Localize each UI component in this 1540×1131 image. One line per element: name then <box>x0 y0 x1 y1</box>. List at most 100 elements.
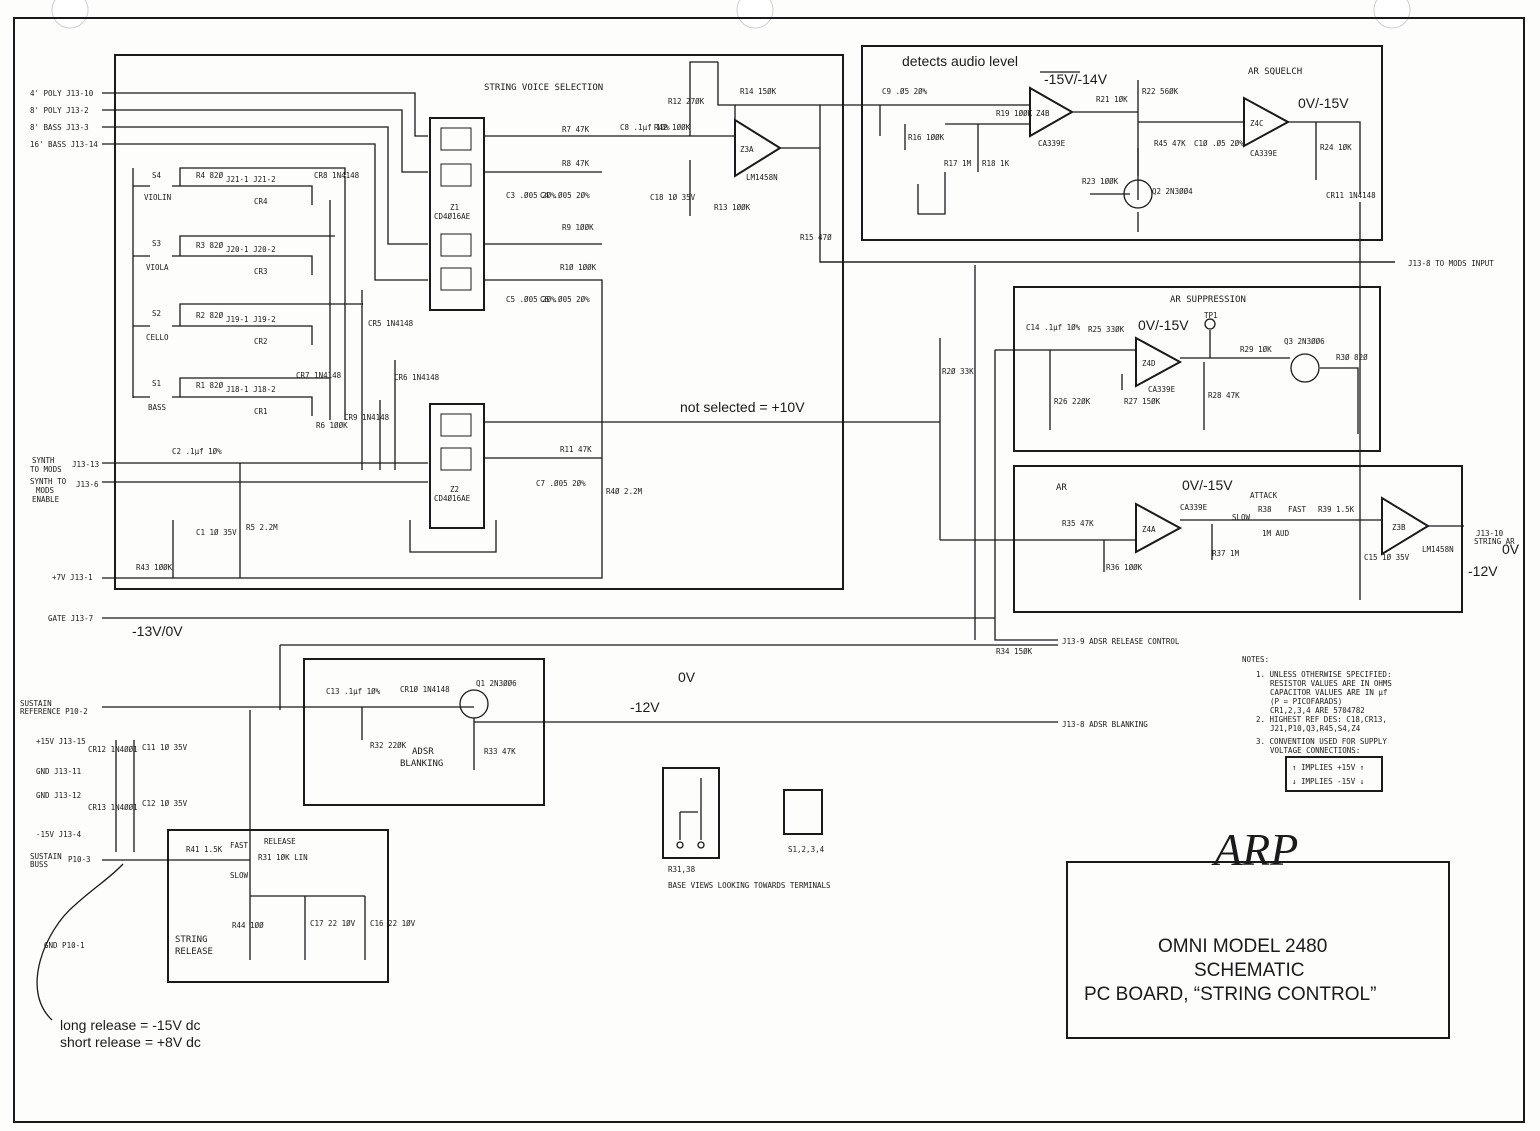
svg-text:BASE VIEWS LOOKING TOWARDS TER: BASE VIEWS LOOKING TOWARDS TERMINALS <box>668 881 831 890</box>
svg-text:CA339E: CA339E <box>1180 503 1208 512</box>
svg-text:CR7 1N4148: CR7 1N4148 <box>296 371 342 380</box>
output-blanking: J13-8 ADSR BLANKING <box>1062 720 1148 729</box>
title-line-2: SCHEMATIC <box>1194 960 1304 981</box>
svg-text:R34 15ØK: R34 15ØK <box>996 647 1033 656</box>
svg-text:J20-1 J20-2: J20-1 J20-2 <box>226 245 276 254</box>
input-p15: +15V J13-15 <box>36 737 86 746</box>
svg-text:LM1458N: LM1458N <box>1422 545 1454 554</box>
wire <box>409 520 497 553</box>
wire <box>880 80 1361 200</box>
svg-text:FAST: FAST <box>230 841 249 850</box>
wire <box>133 185 150 398</box>
binder-hole <box>1373 0 1411 29</box>
svg-text:R44 1ØØ: R44 1ØØ <box>232 921 264 930</box>
annotation-gate: -13V/0V <box>132 623 183 639</box>
supply-legend-box <box>1285 756 1383 792</box>
svg-text:R31,38: R31,38 <box>668 865 696 874</box>
input-8-bass: 8' BASS J13-3 <box>30 123 89 132</box>
annotation-suppression: 0V/-15V <box>1138 317 1189 333</box>
svg-text:R32 22ØK: R32 22ØK <box>370 741 407 750</box>
svg-text:R3Ø 82Ø: R3Ø 82Ø <box>1336 353 1368 362</box>
input-enable-2: MODS <box>36 486 55 495</box>
svg-text:ATTACK: ATTACK <box>1250 491 1278 500</box>
svg-text:C3 .Ø05 2Ø%: C3 .Ø05 2Ø% <box>506 191 556 200</box>
svg-text:S3: S3 <box>152 239 161 248</box>
wire <box>820 104 881 136</box>
wire <box>995 330 1359 434</box>
annotation-blank-0v: 0V <box>678 669 696 685</box>
svg-text:J21-1 J21-2: J21-1 J21-2 <box>226 175 276 184</box>
svg-text:R38: R38 <box>1258 505 1272 514</box>
svg-text:R29 1ØK: R29 1ØK <box>1240 345 1272 354</box>
svg-text:R18 1K: R18 1K <box>982 159 1010 168</box>
z1-label: Z1 <box>450 203 459 212</box>
svg-text:2. HIGHEST REF DES: C18,CR13,: 2. HIGHEST REF DES: C18,CR13, <box>1256 715 1387 724</box>
svg-text:C1 1Ø 35V: C1 1Ø 35V <box>196 528 237 537</box>
adsr-blanking-title-2: BLANKING <box>400 759 443 769</box>
svg-text:CR9 1N4148: CR9 1N4148 <box>344 413 390 422</box>
svg-text:CR5 1N4148: CR5 1N4148 <box>368 319 414 328</box>
title-line-1: OMNI MODEL 2480 <box>1158 936 1327 957</box>
svg-text:R3 82Ø: R3 82Ø <box>196 241 224 250</box>
wire <box>329 176 396 470</box>
wire <box>820 261 1395 641</box>
squelch-component-labels: C9 .Ø5 2Ø% R16 1ØØK R17 1M R18 1K R19 1Ø… <box>882 87 1376 200</box>
z3a-label: Z3A <box>740 145 754 154</box>
svg-text:R28 47K: R28 47K <box>1208 391 1240 400</box>
lm1458-label: LM1458N <box>746 173 778 182</box>
comparator-z4a <box>1135 502 1183 554</box>
svg-text:J21,P10,Q3,R45,S4,Z4: J21,P10,Q3,R45,S4,Z4 <box>1270 724 1361 733</box>
input-gnd-2: GND J13-12 <box>36 791 81 800</box>
svg-text:R2 82Ø: R2 82Ø <box>196 311 224 320</box>
relay-switch <box>440 413 472 437</box>
svg-text:C1Ø .Ø5 2Ø%: C1Ø .Ø5 2Ø% <box>1194 139 1244 148</box>
svg-text:CR12 1N4ØØ1: CR12 1N4ØØ1 <box>88 745 138 754</box>
transistor-q2 <box>1123 179 1153 209</box>
wire <box>102 710 366 960</box>
svg-text:R21 1ØK: R21 1ØK <box>1096 95 1128 104</box>
page-border <box>13 17 1525 1123</box>
release-pot-title: RELEASE <box>264 837 296 846</box>
wire <box>904 123 1030 215</box>
ar-box <box>1013 465 1463 613</box>
input-4-poly: 4' POLY J13-10 <box>30 89 94 98</box>
relay-switch <box>440 127 472 151</box>
svg-text:C2 .1µf 1Ø%: C2 .1µf 1Ø% <box>172 447 222 456</box>
svg-text:CR1,2,3,4 ARE 5704782: CR1,2,3,4 ARE 5704782 <box>1270 706 1365 715</box>
voice-selection-title: STRING VOICE SELECTION <box>484 83 603 93</box>
binder-hole <box>736 0 774 29</box>
svg-text:CR13 1N4ØØ1: CR13 1N4ØØ1 <box>88 803 138 812</box>
input-sustain-bus-2: BUSS <box>30 860 49 869</box>
annotation-out-0v: 0V <box>1502 541 1520 557</box>
input-synth-pin: J13-13 <box>72 460 99 469</box>
svg-text:C18 1Ø 35V: C18 1Ø 35V <box>650 193 696 202</box>
relay-ic-z2 <box>429 403 485 529</box>
annotation-arrow <box>36 863 124 1021</box>
svg-text:R24 1ØK: R24 1ØK <box>1320 143 1352 152</box>
wire <box>102 92 428 137</box>
annotation-not-selected: not selected = +10V <box>680 399 805 415</box>
svg-text:S4: S4 <box>152 171 162 180</box>
svg-text:R5 2.2M: R5 2.2M <box>246 523 278 532</box>
suppression-component-labels: C14 .1µf 1Ø% R25 33ØK R26 22ØK Z4D CA339… <box>942 311 1368 406</box>
svg-text:R19 1ØØK: R19 1ØØK <box>996 109 1033 118</box>
svg-text:R6 1ØØK: R6 1ØØK <box>316 421 348 430</box>
wire <box>640 61 1395 263</box>
svg-text:R39 1.5K: R39 1.5K <box>1318 505 1355 514</box>
z2-label: Z2 <box>450 485 459 494</box>
ar-title: AR <box>1056 483 1067 493</box>
svg-text:C17 22 1ØV: C17 22 1ØV <box>310 919 356 928</box>
svg-text:BASS: BASS <box>148 403 167 412</box>
svg-text:S1: S1 <box>152 379 161 388</box>
string-release-title-2: RELEASE <box>175 947 213 957</box>
svg-text:R2Ø 33K: R2Ø 33K <box>942 367 974 376</box>
ar-component-labels: R35 47K R36 1ØØK Z4A CA339E R37 1M ATTAC… <box>996 491 1454 656</box>
terminal <box>676 841 684 849</box>
svg-text:R36 1ØØK: R36 1ØØK <box>1106 563 1143 572</box>
svg-text:C8 .1µf 1Ø%: C8 .1µf 1Ø% <box>620 123 670 132</box>
svg-text:R31 1ØK LIN: R31 1ØK LIN <box>258 853 308 862</box>
svg-text:J19-1 J19-2: J19-1 J19-2 <box>226 315 276 324</box>
svg-text:Q1 2N3ØØ6: Q1 2N3ØØ6 <box>476 679 517 688</box>
svg-text:CR11 1N4148: CR11 1N4148 <box>1326 191 1376 200</box>
